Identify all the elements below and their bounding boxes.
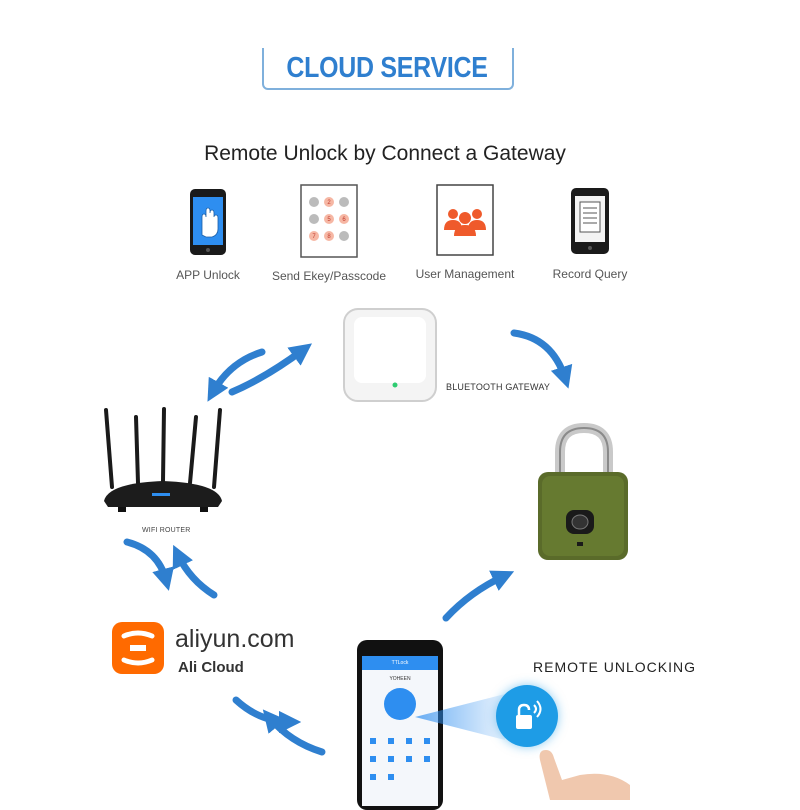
- keypad-icon: 2 5 6 7 8: [300, 184, 358, 258]
- padlock-device: [538, 422, 628, 560]
- feature-label: Record Query: [552, 267, 628, 281]
- finger-illustration: [539, 750, 630, 800]
- lock-circle-icon: [384, 688, 416, 720]
- arrow-cloud-to-router: [172, 544, 218, 599]
- arrow-router-to-gateway: [228, 343, 313, 396]
- gateway-device: [343, 308, 437, 402]
- gateway-label: BLUETOOTH GATEWAY: [446, 382, 551, 392]
- feature-record-query: Record Query: [525, 186, 655, 281]
- app-menu-grid: [370, 738, 430, 780]
- router-label: WIFI ROUTER: [142, 527, 191, 534]
- svg-text:8: 8: [327, 234, 331, 240]
- feature-send-ekey: 2 5 6 7 8 Send Ekey/Passcode: [264, 184, 394, 283]
- remote-unlocking-label: REMOTE UNLOCKING: [533, 659, 697, 675]
- arrow-phone-to-lock: [442, 570, 515, 622]
- phone-screen: TTLock YOHEEN: [362, 656, 438, 806]
- feature-label: APP Unlock: [176, 268, 240, 282]
- svg-text:6: 6: [342, 217, 346, 223]
- router-device: [104, 407, 222, 512]
- app-title-bar: TTLock: [362, 656, 438, 670]
- aliyun-logo-icon: [112, 622, 164, 674]
- arrow-cloud-to-phone: [232, 696, 302, 734]
- page-subtitle: Remote Unlock by Connect a Gateway: [204, 142, 566, 165]
- cloud-service-banner: CLOUD SERVICE: [262, 48, 514, 92]
- arrow-gateway-to-lock: [510, 329, 573, 389]
- app-brand: YOHEEN: [389, 676, 411, 682]
- signal-beam: [415, 694, 505, 740]
- users-icon: [436, 184, 494, 256]
- smartphone-device: TTLock YOHEEN: [357, 640, 443, 810]
- svg-text:2: 2: [327, 200, 331, 206]
- banner-frame: [262, 48, 514, 90]
- banner-title: CLOUD SERVICE: [286, 52, 488, 84]
- arrow-router-to-cloud: [123, 538, 174, 591]
- svg-text:7: 7: [312, 234, 316, 240]
- remote-unlock-button[interactable]: [496, 685, 558, 747]
- feature-user-management: User Management: [400, 184, 530, 281]
- arrow-phone-to-cloud: [262, 709, 326, 756]
- aliyun-sub: Ali Cloud: [178, 659, 244, 676]
- hand-phone-icon: [190, 189, 226, 255]
- arrow-gateway-to-router: [207, 348, 266, 402]
- aliyun-name: aliyun.com: [175, 625, 295, 653]
- feature-app-unlock: APP Unlock: [143, 187, 273, 282]
- record-phone-icon: [571, 188, 609, 254]
- wireless-lock-icon: [516, 700, 542, 729]
- feature-label: User Management: [415, 267, 515, 281]
- svg-text:5: 5: [327, 217, 331, 223]
- feature-label: Send Ekey/Passcode: [271, 269, 387, 283]
